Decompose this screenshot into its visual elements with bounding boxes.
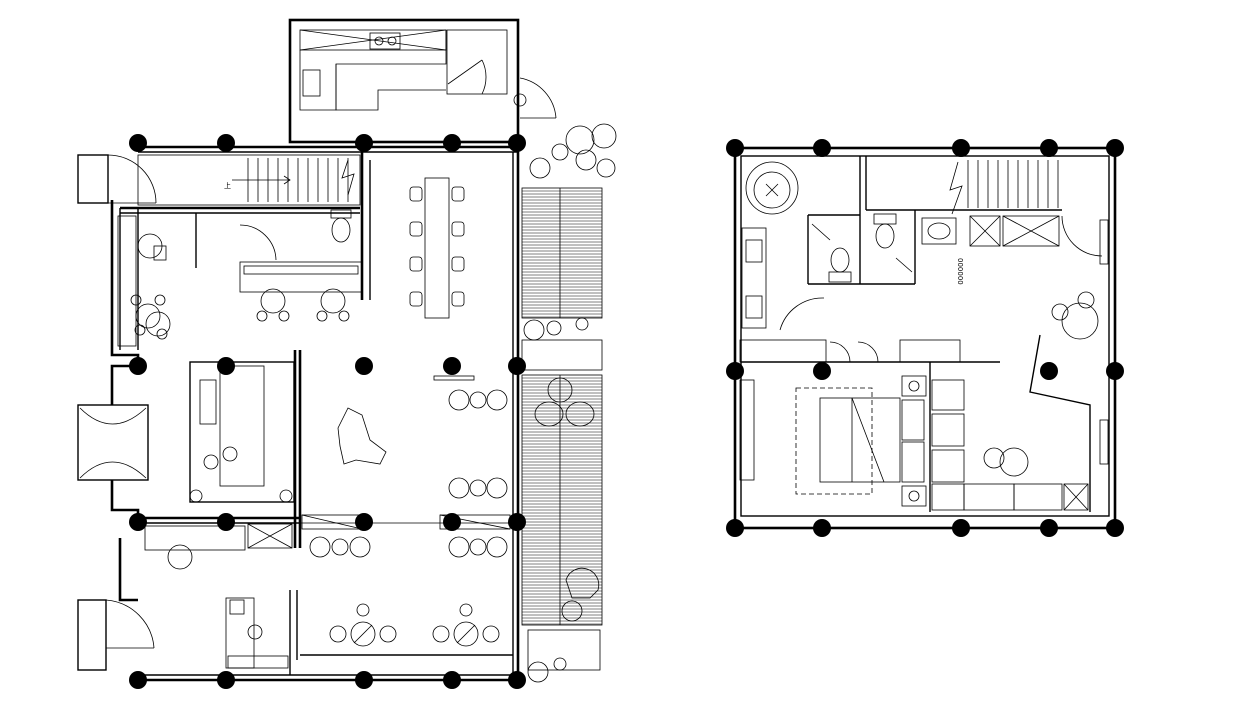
upper-stair: [949, 160, 1059, 215]
entrance-door-southwest: [77, 599, 155, 671]
upper-floor-plan: 000000: [726, 139, 1124, 537]
ground-floor-plan: 上: [77, 18, 617, 689]
ground-columns: [129, 134, 526, 689]
cafe-tables: [309, 375, 508, 647]
bar-counter: [189, 361, 295, 503]
lounge-sofa-west: [117, 215, 171, 347]
kitchen-sink: [302, 69, 321, 97]
upper-bathroom: 000000: [741, 161, 964, 331]
kitchen-annex: [288, 18, 557, 144]
double-door-west: [77, 404, 149, 481]
ground-stair: 上: [137, 154, 361, 206]
sculpture: [337, 407, 387, 465]
bathroom-marks: 000000: [956, 258, 964, 285]
upper-bedroom: [739, 219, 1109, 511]
lounge-bench-chairs: [239, 261, 363, 322]
stair-up-label: 上: [224, 181, 231, 190]
upper-floor-walls: [733, 146, 1117, 530]
cooktop: [369, 32, 401, 50]
dining-table: [409, 177, 465, 319]
ground-floor-walls: [110, 145, 520, 682]
planting: [513, 93, 617, 683]
upper-closets: [739, 215, 1103, 363]
entrance-door-northwest: [77, 154, 157, 204]
upper-columns: [726, 139, 1124, 537]
deck-board-hatching: [522, 190, 602, 625]
ground-toilet: [239, 209, 352, 261]
